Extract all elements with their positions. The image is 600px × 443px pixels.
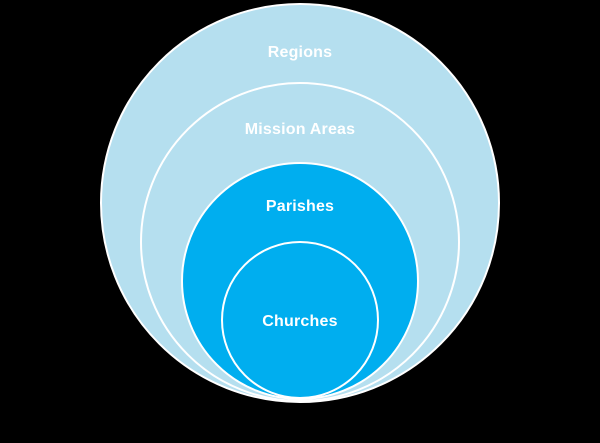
circle-churches: [221, 241, 379, 399]
label-mission-areas: Mission Areas: [245, 121, 356, 138]
label-regions: Regions: [268, 44, 333, 61]
label-churches: Churches: [262, 313, 337, 330]
label-parishes: Parishes: [266, 198, 334, 215]
